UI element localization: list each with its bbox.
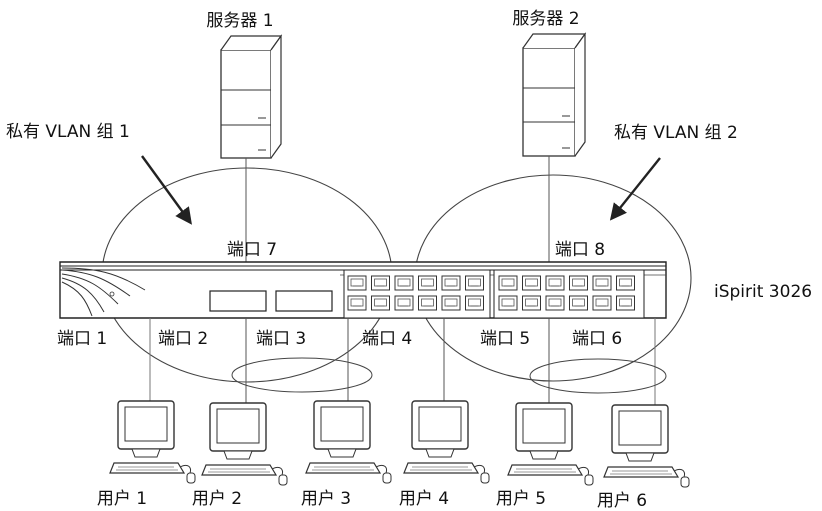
user-4-computer: [403, 400, 490, 484]
port-7-label: 端口 7: [227, 240, 277, 260]
right-block-rj45-port: [498, 275, 518, 291]
port-4-label: 端口 4: [362, 329, 412, 349]
left-block-rj45-port: [418, 275, 437, 291]
left-block-rj45-port: [347, 295, 367, 311]
right-block-rj45-port: [522, 275, 541, 291]
left-block-rj45-port: [441, 275, 461, 291]
user-5-computer: [507, 402, 594, 486]
right-block-rj45-port: [545, 275, 565, 291]
user-1-label: 用户 1: [97, 489, 147, 509]
user-3-computer: [305, 400, 392, 484]
vlan-group-1-label: 私有 VLAN 组 1: [6, 122, 130, 142]
right-block-rj45-port: [498, 295, 518, 311]
left-block-rj45-port: [394, 295, 414, 311]
port-6-label: 端口 6: [572, 329, 622, 349]
right-block-rj45-port: [592, 275, 612, 291]
vlan-group-2-arrow: [609, 157, 661, 221]
port-group-ellipse-left: [231, 357, 373, 393]
server-1-label: 服务器 1: [206, 11, 273, 31]
left-block-rj45-port: [371, 295, 390, 311]
user-6-label: 用户 6: [597, 491, 647, 511]
left-block-rj45-port: [441, 295, 461, 311]
left-block-rj45-port: [465, 275, 484, 291]
server-1: [220, 34, 283, 159]
left-block-rj45-port: [418, 295, 437, 311]
vlan-group-1-arrow: [141, 155, 192, 225]
left-block-rj45-port: [371, 275, 390, 291]
right-block-rj45-port: [592, 295, 612, 311]
user-4-label: 用户 4: [399, 489, 449, 509]
right-block-rj45-port: [616, 295, 635, 311]
port-5-label: 端口 5: [480, 329, 530, 349]
left-block-rj45-port: [465, 295, 484, 311]
port-group-ellipse-right: [529, 358, 667, 394]
left-block-rj45-port: [347, 275, 367, 291]
port-2-label: 端口 2: [158, 329, 208, 349]
user-6-computer: [603, 404, 690, 488]
server-2-label: 服务器 2: [512, 9, 579, 29]
vlan-group-2-label: 私有 VLAN 组 2: [614, 123, 738, 143]
port-3-label: 端口 3: [256, 329, 306, 349]
user-5-label: 用户 5: [496, 489, 546, 509]
uplink-module-port-7: [209, 290, 267, 312]
server-2: [522, 32, 587, 157]
user-3-label: 用户 3: [301, 489, 351, 509]
port-8-label: 端口 8: [555, 240, 605, 260]
user-1-computer: [109, 400, 196, 484]
right-block-rj45-port: [569, 275, 588, 291]
right-block-rj45-port: [545, 295, 565, 311]
user-2-label: 用户 2: [192, 489, 242, 509]
switch-chassis: [59, 261, 667, 319]
user-2-computer: [201, 402, 288, 486]
left-block-rj45-port: [394, 275, 414, 291]
right-block-rj45-port: [616, 275, 635, 291]
right-block-rj45-port: [569, 295, 588, 311]
port-1-label: 端口 1: [57, 329, 107, 349]
right-block-rj45-port: [522, 295, 541, 311]
uplink-module-port-8: [275, 290, 333, 312]
switch-model-label: iSpirit 3026: [714, 282, 812, 302]
